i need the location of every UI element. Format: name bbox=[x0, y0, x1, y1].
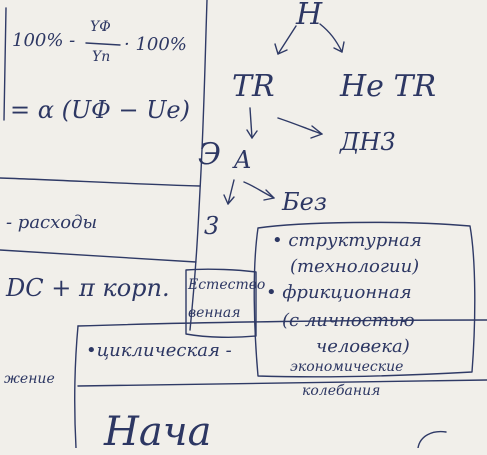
arrow-h-to-netr bbox=[319, 23, 343, 53]
circle-fragment bbox=[417, 430, 447, 448]
vertical-separator-line bbox=[189, 0, 208, 331]
note-zhenie: жение bbox=[4, 371, 55, 387]
tree-a-node: A bbox=[234, 146, 252, 174]
arrow-a-to-z bbox=[227, 179, 235, 205]
type-structural: • структурная bbox=[272, 230, 422, 251]
note-dc-pi: DC + π корп. bbox=[6, 274, 170, 302]
formula-line2: = α (UΦ − Ue) bbox=[10, 96, 190, 124]
economic-label-2: колебания bbox=[302, 383, 381, 399]
type-structural-note: (технологии) bbox=[290, 256, 420, 277]
side-label-box bbox=[185, 268, 257, 339]
formula-line1-prefix: 100% - bbox=[12, 30, 76, 51]
arrow-h-to-tr bbox=[277, 25, 297, 55]
tree-z-node: 3 bbox=[204, 212, 220, 240]
arrow-tr-to-dnz bbox=[277, 117, 323, 135]
left-margin-line bbox=[3, 7, 7, 121]
big-heading-word: Нача bbox=[104, 409, 212, 455]
cyclical-label: •циклическая - bbox=[86, 340, 232, 361]
bottom-card-left-edge bbox=[73, 325, 79, 448]
bottom-card-top-edge bbox=[77, 319, 487, 327]
tree-right-branch: He TR bbox=[340, 69, 437, 104]
type-frictional-note-2: человека) bbox=[316, 336, 410, 357]
economic-label-1: экономические bbox=[290, 359, 404, 375]
tree-bez: Без bbox=[282, 188, 327, 216]
side-label-line1: Естество bbox=[188, 277, 266, 293]
tree-left-branch: TR bbox=[232, 69, 275, 104]
fraction-denominator: Yn bbox=[92, 49, 111, 65]
arrow-tr-to-a bbox=[249, 107, 253, 139]
types-box-outline bbox=[253, 221, 476, 378]
type-frictional-note-1: (с личностью bbox=[282, 310, 415, 331]
raskhody-underline bbox=[0, 249, 197, 263]
bottom-card-divider bbox=[77, 379, 487, 387]
tree-dnz: ДН3 bbox=[340, 128, 396, 156]
formula-underline bbox=[0, 177, 201, 187]
type-frictional: • фрикционная bbox=[266, 282, 412, 303]
arrow-a-to-bez bbox=[243, 181, 275, 199]
fraction-bar bbox=[85, 42, 121, 46]
note-raskhody: - расходы bbox=[6, 212, 98, 233]
formula-line1-suffix: · 100% bbox=[124, 34, 187, 55]
tree-e-label: Э bbox=[198, 137, 221, 172]
fraction-numerator: YΦ bbox=[90, 19, 111, 35]
side-label-line2: венная bbox=[188, 305, 241, 321]
tree-root: H bbox=[296, 0, 323, 32]
